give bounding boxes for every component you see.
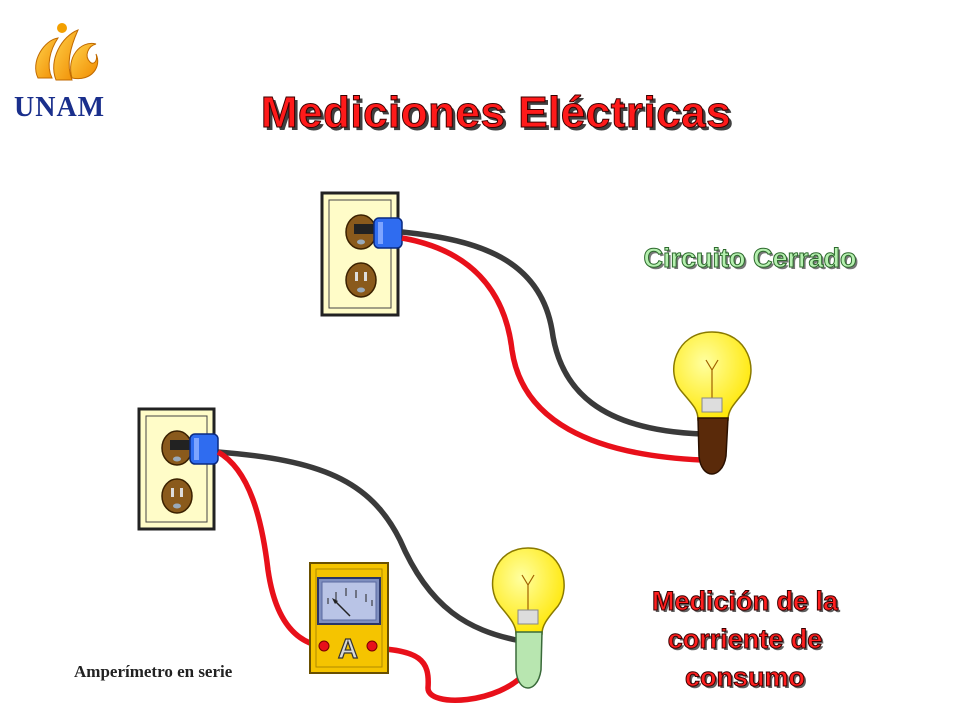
wire-red-meter-to-bulb — [369, 645, 529, 703]
ammeter-caption: Amperímetro en serie — [74, 662, 233, 681]
light-bulb-bottom — [491, 547, 565, 689]
wall-outlet-top — [320, 191, 400, 317]
measurement-label-line-1: Medición de la — [651, 586, 839, 617]
light-bulb-top — [673, 331, 752, 475]
iie-logo — [35, 23, 99, 81]
plug-bottom — [170, 433, 219, 465]
wire-black-top — [401, 229, 703, 437]
measurement-label: Medición de la corriente de consumo — [580, 582, 910, 696]
measurement-label-line-3: consumo — [684, 662, 805, 693]
institution-name: UNAM — [14, 92, 106, 123]
ammeter: A — [309, 562, 389, 674]
wire-red-bottom-to-meter — [216, 449, 321, 649]
wire-black-bottom — [217, 449, 517, 643]
wire-red-top — [401, 235, 703, 463]
closed-circuit-label: Circuito Cerrado — [643, 243, 857, 274]
wall-outlet-bottom — [137, 407, 216, 531]
measurement-label-line-2: corriente de — [667, 624, 823, 655]
page-title: Mediciones Eléctricas — [260, 88, 732, 138]
ammeter-symbol: A — [338, 633, 358, 664]
